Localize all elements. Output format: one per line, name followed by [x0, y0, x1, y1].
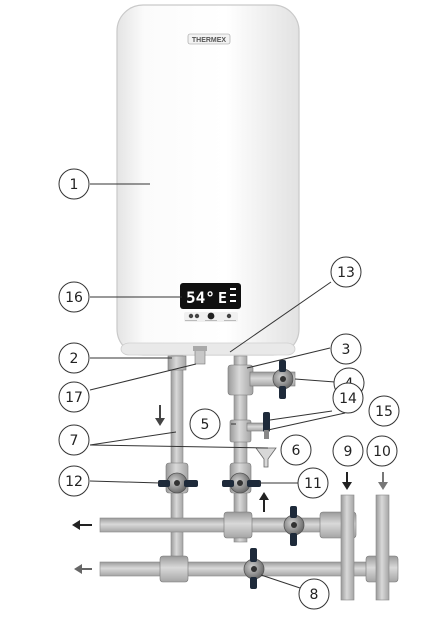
anode-fitting — [193, 346, 207, 365]
mode-display: E — [218, 289, 227, 307]
svg-text:3: 3 — [342, 342, 351, 358]
mode-button[interactable] — [226, 313, 232, 319]
brand-logo: THERMEX — [187, 33, 231, 45]
temp-down-button[interactable] — [188, 313, 194, 319]
arrow-down-pipe-10 — [378, 472, 388, 490]
drain-tap[interactable] — [246, 412, 270, 439]
callout-11: 11 — [297, 467, 329, 499]
supply-pipe-9 — [340, 494, 355, 601]
callout-13: 13 — [330, 256, 362, 288]
callout-14: 14 — [332, 382, 364, 414]
callout-5: 5 — [189, 408, 221, 440]
shutoff-valve-12[interactable] — [158, 472, 198, 494]
arrow-left-cold-out — [74, 564, 92, 574]
callout-6: 6 — [280, 434, 312, 466]
svg-text:1: 1 — [70, 177, 79, 193]
hot-water-outlet-pipe — [165, 355, 189, 577]
svg-text:2: 2 — [70, 351, 79, 367]
callout-2: 2 — [58, 342, 90, 374]
svg-text:12: 12 — [65, 474, 83, 490]
power-button[interactable] — [207, 312, 215, 320]
control-panel: 54° E — [180, 283, 241, 322]
callout-12: 12 — [58, 465, 90, 497]
svg-text:9: 9 — [344, 444, 353, 460]
arrow-down-left-pipe — [155, 405, 165, 426]
svg-text:7: 7 — [70, 433, 79, 449]
water-heater: THERMEX 54° E — [116, 4, 300, 356]
callout-15: 15 — [368, 395, 400, 427]
svg-text:17: 17 — [65, 390, 83, 406]
callout-16: 16 — [58, 281, 90, 313]
heater-bottom-rim — [120, 342, 296, 356]
callout-10: 10 — [366, 435, 398, 467]
callout-3: 3 — [330, 333, 362, 365]
temp-up-button[interactable] — [194, 313, 200, 319]
callout-1: 1 — [58, 168, 90, 200]
arrow-left-hot-out — [72, 520, 92, 530]
svg-text:13: 13 — [337, 265, 355, 281]
svg-text:16: 16 — [65, 290, 83, 306]
temperature-display: 54° — [186, 288, 215, 307]
display-panel — [180, 283, 241, 309]
svg-text:11: 11 — [304, 476, 322, 492]
callout-7: 7 — [58, 424, 90, 456]
hot-water-main-pipe — [99, 511, 357, 539]
svg-text:8: 8 — [310, 587, 319, 603]
brand-text: THERMEX — [192, 37, 227, 44]
callout-17: 17 — [58, 381, 90, 413]
callouts: 1 2 3 4 5 6 7 8 — [58, 168, 400, 610]
supply-pipe-10 — [375, 494, 390, 601]
hot-main-valve[interactable] — [283, 506, 305, 546]
shutoff-valve-11[interactable] — [222, 472, 261, 494]
svg-text:15: 15 — [375, 404, 393, 420]
arrow-down-pipe-9 — [342, 472, 352, 490]
svg-text:14: 14 — [339, 391, 357, 407]
callout-8: 8 — [298, 578, 330, 610]
leader-lines — [89, 183, 346, 591]
svg-text:5: 5 — [201, 417, 210, 433]
bypass-valve-8[interactable] — [243, 548, 265, 589]
safety-valve[interactable] — [249, 360, 296, 399]
flow-arrows — [72, 405, 388, 574]
arrow-up-cold-inlet — [259, 492, 269, 512]
svg-text:10: 10 — [373, 444, 391, 460]
drain-funnel — [255, 447, 277, 468]
callout-9: 9 — [332, 435, 364, 467]
svg-text:6: 6 — [292, 443, 301, 459]
